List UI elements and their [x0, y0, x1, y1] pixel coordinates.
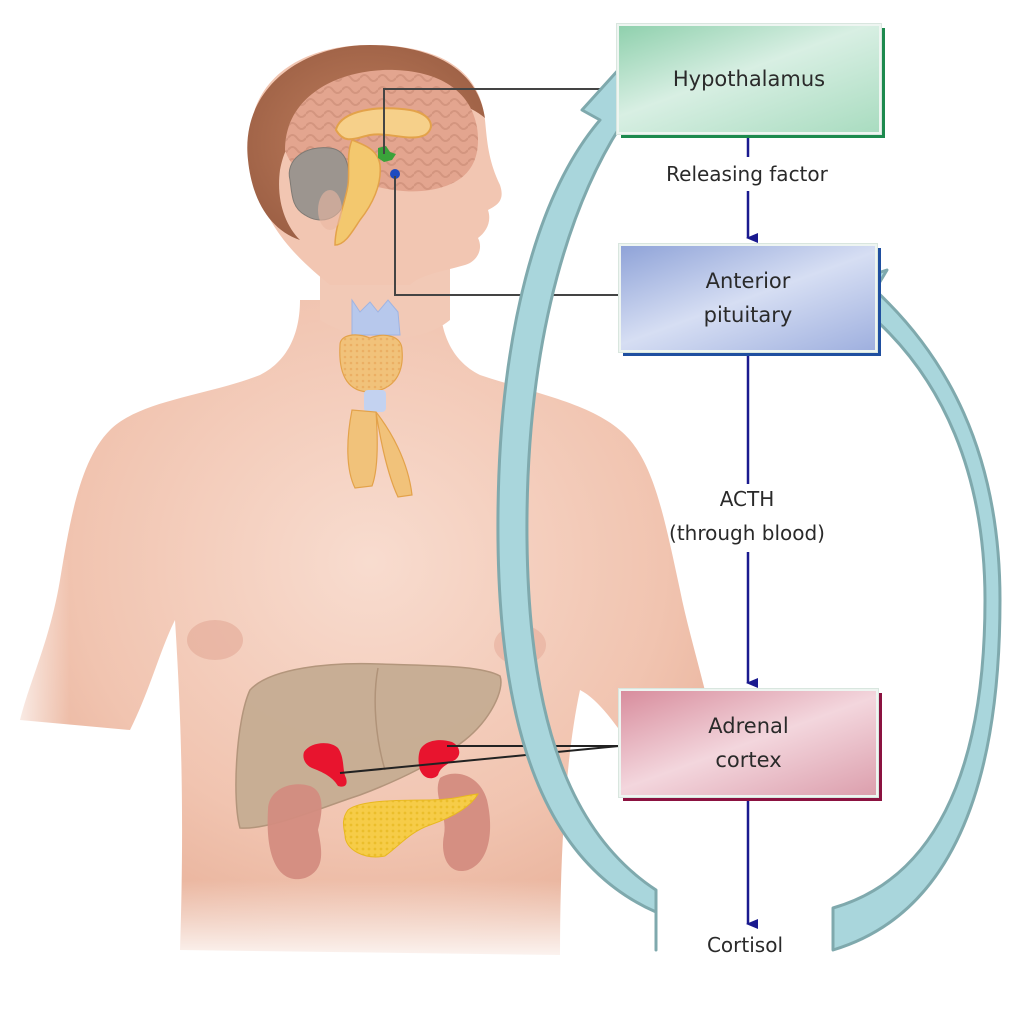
hypothalamus-label: Hypothalamus [672, 67, 826, 91]
releasing-factor-label: Releasing factor [640, 157, 854, 191]
hypothalamus-marker [378, 146, 396, 162]
feedback-arrow-to-pituitary [831, 268, 1002, 952]
adrenal-gland-right [418, 740, 460, 779]
adrenal-gland-left [303, 743, 347, 787]
thyroid-gland [339, 298, 413, 498]
kidney-left [267, 784, 322, 880]
pointer-adrenal-left [339, 745, 620, 774]
anterior-pituitary-box: Anterior pituitary [618, 243, 878, 353]
fade-bottom [120, 880, 620, 970]
adrenal-cortex-label-line2: cortex [715, 748, 782, 772]
human-torso-illustration [0, 45, 720, 970]
feedback-arrow-to-hypothalamus [496, 66, 658, 952]
kidney-right [437, 773, 491, 872]
brainstem [334, 139, 381, 246]
pointer-hypothalamus [383, 88, 617, 154]
fade-left-arm [0, 560, 70, 760]
chest-shading-left [187, 620, 243, 660]
pituitary-marker [390, 169, 400, 179]
adrenal-cortex-label-line1: Adrenal [708, 714, 789, 738]
acth-label: ACTH (through blood) [627, 482, 867, 550]
adrenal-cortex-box: Adrenal cortex [618, 688, 879, 798]
ear [318, 190, 342, 230]
hypothalamus-box: Hypothalamus [616, 23, 882, 135]
anterior-pituitary-label-line2: pituitary [703, 303, 793, 327]
acth-label-line1: ACTH [719, 487, 775, 511]
anterior-pituitary-label-line1: Anterior [705, 269, 791, 293]
liver-lobe-line [374, 667, 386, 771]
cortisol-label: Cortisol [706, 933, 784, 957]
acth-label-line2: (through blood) [669, 521, 825, 545]
